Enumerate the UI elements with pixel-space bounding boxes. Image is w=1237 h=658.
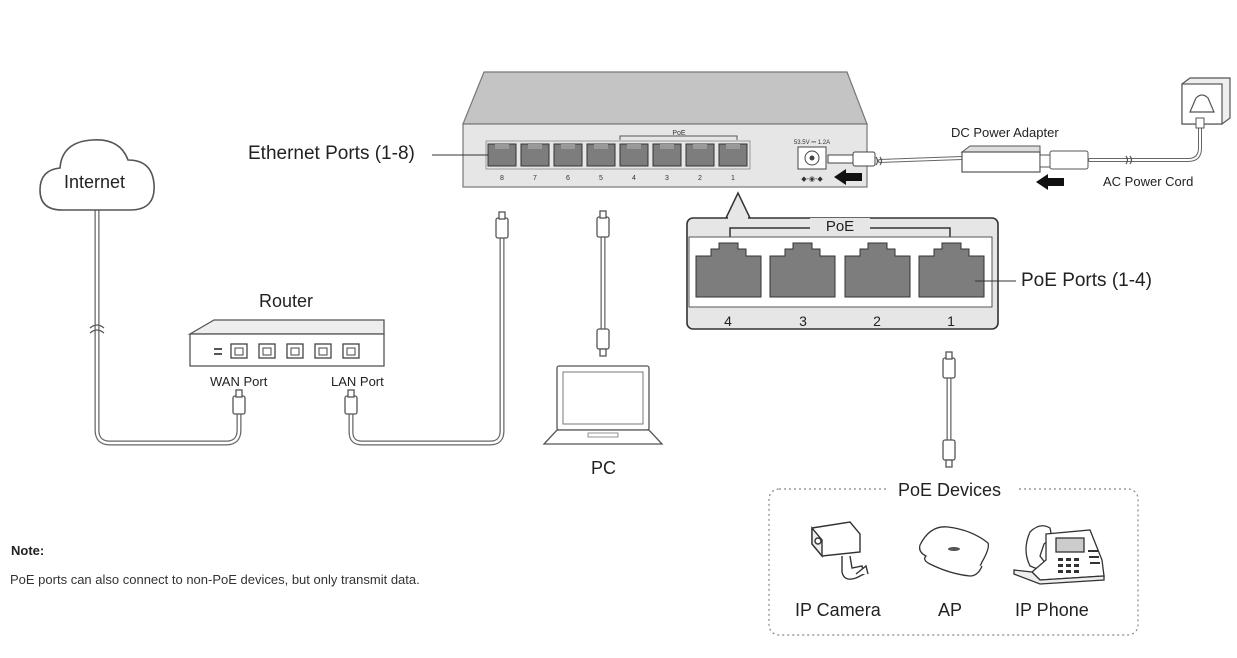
ac-arrow-icon — [1036, 174, 1064, 190]
access-point-icon — [918, 526, 990, 577]
switch-port-number: 6 — [566, 175, 570, 182]
dc-power-adapter-icon — [960, 145, 1089, 190]
lan-port-label: LAN Port — [331, 374, 384, 389]
cable-break-marks — [89, 155, 1133, 334]
switch-power-spec: 53.5V ⎓ 1.2A — [794, 140, 830, 146]
ethernet-ports-label: Ethernet Ports (1-8) — [248, 143, 415, 164]
ac-cord — [1088, 126, 1202, 162]
router-label: Router — [259, 291, 314, 311]
wan-port-label: WAN Port — [210, 374, 268, 389]
note-title: Note: — [11, 543, 45, 558]
poe-zoom-callout: PoE 4 3 2 1 — [686, 191, 999, 330]
laptop-icon — [542, 365, 664, 445]
poe-devices-box — [768, 488, 1139, 636]
poe-devices-label: PoE Devices — [898, 480, 1002, 500]
poe-port-3 — [769, 242, 836, 298]
poe-zoom-title: PoE — [826, 218, 854, 235]
poe-bottom-connector — [942, 439, 956, 468]
rj45-connectors — [232, 210, 956, 468]
dc-power-adapter-label: DC Power Adapter — [951, 125, 1059, 140]
switch-port-number: 8 — [500, 175, 504, 182]
switch-port-number: 7 — [533, 175, 537, 182]
switch-device: PoE 8 7 6 5 4 3 2 1 — [462, 71, 876, 188]
dc-plug — [827, 154, 854, 164]
ap-label: AP — [938, 600, 963, 620]
polarity-symbol: ◆-◉-◆ — [801, 176, 823, 183]
note-text: PoE ports can also connect to non-PoE de… — [10, 572, 420, 587]
poe-port-1 — [918, 242, 985, 298]
router-icon — [187, 319, 385, 367]
leader-lines — [432, 154, 1016, 282]
internet-label: Internet — [64, 172, 126, 192]
ac-power-cord-label: AC Power Cord — [1103, 174, 1194, 189]
switch-port-number: 2 — [698, 175, 702, 182]
pc-bottom-connector — [596, 328, 610, 357]
poe-ports-label: PoE Ports (1-4) — [1021, 270, 1152, 291]
ip-camera-icon — [811, 521, 869, 580]
switch-port-number: 1 — [731, 175, 735, 182]
ip-phone-icon — [1013, 525, 1105, 585]
pc-label: PC — [591, 458, 617, 478]
switch-poe-label: PoE — [672, 130, 686, 137]
wan-connector — [232, 389, 246, 415]
poe-port-2 — [844, 242, 911, 298]
poe-port-number: 2 — [873, 313, 881, 329]
poe-port-number: 3 — [799, 313, 807, 329]
poe-port-number: 1 — [947, 313, 955, 329]
wall-socket-icon — [1181, 77, 1231, 129]
switch-port-number: 4 — [632, 175, 636, 182]
switch-port-number: 5 — [599, 175, 603, 182]
poe-port-number: 4 — [724, 313, 732, 329]
cables — [94, 126, 1202, 446]
plug-arrow-icon — [834, 169, 862, 185]
ip-camera-label: IP Camera — [795, 600, 881, 620]
lan-connector — [344, 389, 358, 415]
poe-top-connector — [942, 351, 956, 379]
ip-phone-label: IP Phone — [1015, 600, 1089, 620]
internet-cloud-icon — [39, 139, 155, 211]
poe-port-4 — [695, 242, 762, 298]
switch-port-number: 3 — [665, 175, 669, 182]
pc-top-connector — [596, 210, 610, 238]
switch-side-connector — [495, 211, 509, 239]
